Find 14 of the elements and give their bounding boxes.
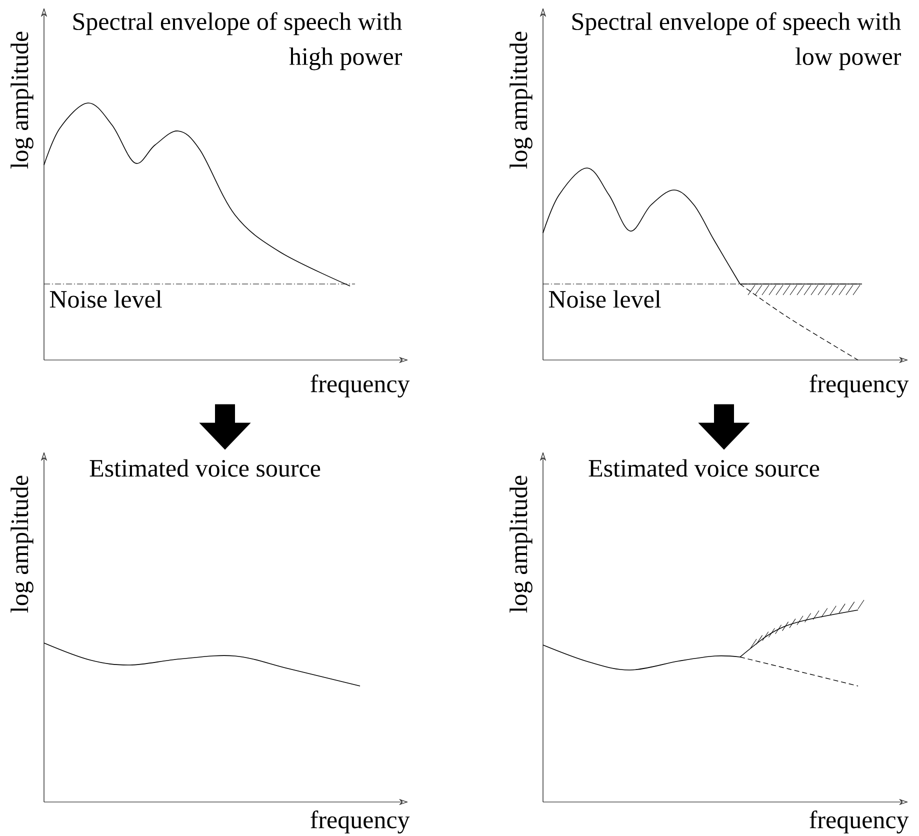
noise-level-label: Noise level xyxy=(50,290,162,308)
axis-label: frequency xyxy=(810,810,909,834)
noise-level-label: Noise level xyxy=(548,290,661,308)
axis-label: log amplitude xyxy=(10,476,34,613)
panel-title: Estimated voice source xyxy=(90,459,320,477)
axis-label: frequency xyxy=(810,374,909,398)
axis-label: log amplitude xyxy=(510,32,532,169)
panel-title: Spectral envelope of speech with low power xyxy=(572,12,901,70)
axis-label: frequency xyxy=(310,810,410,834)
axis-label: log amplitude xyxy=(510,476,532,613)
axis-label: frequency xyxy=(310,374,410,398)
axis-label: log amplitude xyxy=(10,32,34,169)
panel-title: Estimated voice source xyxy=(588,459,820,477)
panel-title: Spectral envelope of speech with high power xyxy=(73,12,402,70)
